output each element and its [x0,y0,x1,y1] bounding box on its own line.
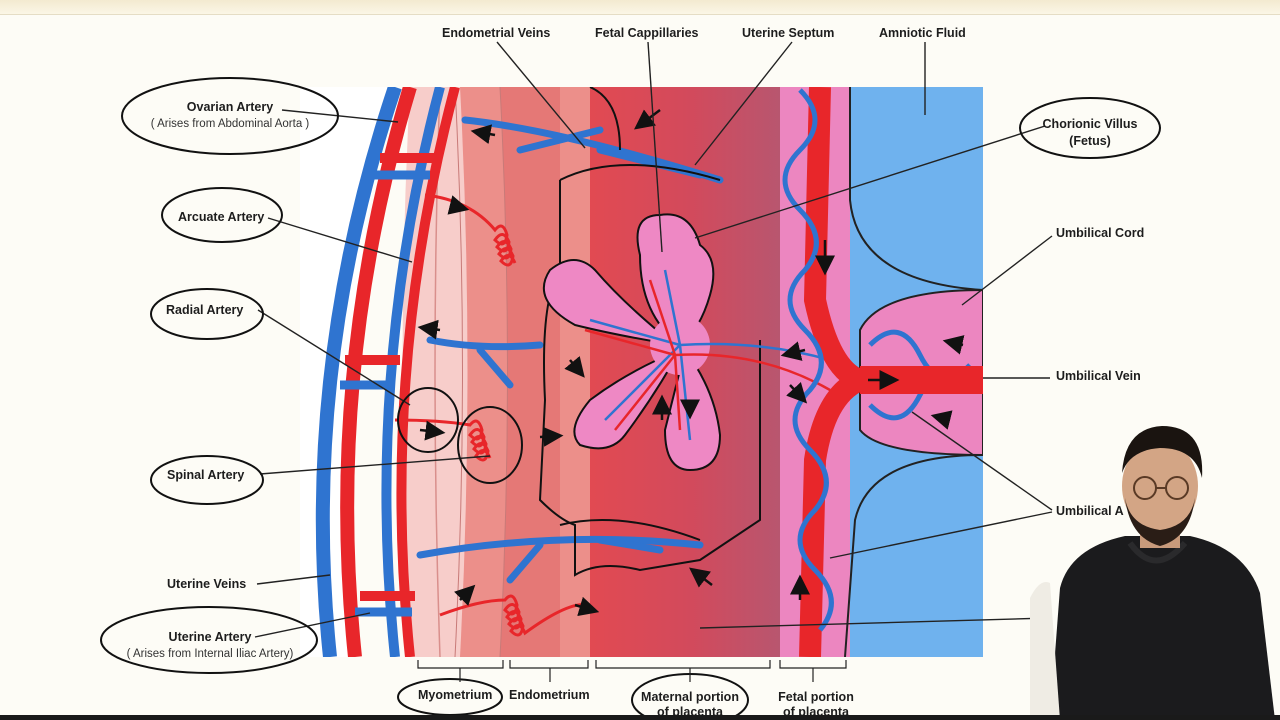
label-endometrium: Endometrium [509,688,590,702]
label-chorionic-villus: Chorionic Villus [1042,117,1138,131]
label-maternal-portion: Maternal portion [641,690,739,704]
label-ovarian-artery-sub: ( Arises from Abdominal Aorta ) [150,118,310,130]
label-radial-artery: Radial Artery [166,303,244,317]
fetal-capillaries [584,269,831,441]
top-strip [0,0,1280,15]
presenter-video [1030,426,1275,720]
outer-vein [315,87,402,657]
label-uterine-septum: Uterine Septum [742,26,835,40]
outer-artery [340,87,417,657]
label-fetal-portion: Fetal portion [778,690,854,704]
spiral-arteries [394,193,591,637]
label-ovarian-artery: Ovarian Artery [186,100,274,114]
umbilical-vein-vessel [782,88,834,632]
label-uterine-artery-sub: ( Arises from Internal Iliac Artery) [126,648,294,660]
label-fetal-capillaries: Fetal Cappillaries [595,26,699,40]
label-umbilical-cord: Umbilical Cord [1056,226,1145,240]
label-umbilical-vein: Umbilical Vein [1056,369,1141,383]
endometrial-veins [416,116,724,584]
bottom-strip [0,715,1280,720]
label-endometrial-veins: Endometrial Veins [442,26,551,40]
label-myometrium: Myometrium [418,688,493,702]
label-umbilical-arteries: Umbilical A [1056,504,1124,518]
label-uterine-artery: Uterine Artery [168,630,252,644]
label-chorionic-villus-sub: (Fetus) [1069,134,1111,148]
label-arcuate-artery: Arcuate Artery [178,210,265,224]
label-amniotic-fluid: Amniotic Fluid [879,26,966,40]
label-uterine-veins: Uterine Veins [167,577,247,591]
label-spinal-artery: Spinal Artery [167,468,245,482]
arrow-icon [417,109,965,617]
